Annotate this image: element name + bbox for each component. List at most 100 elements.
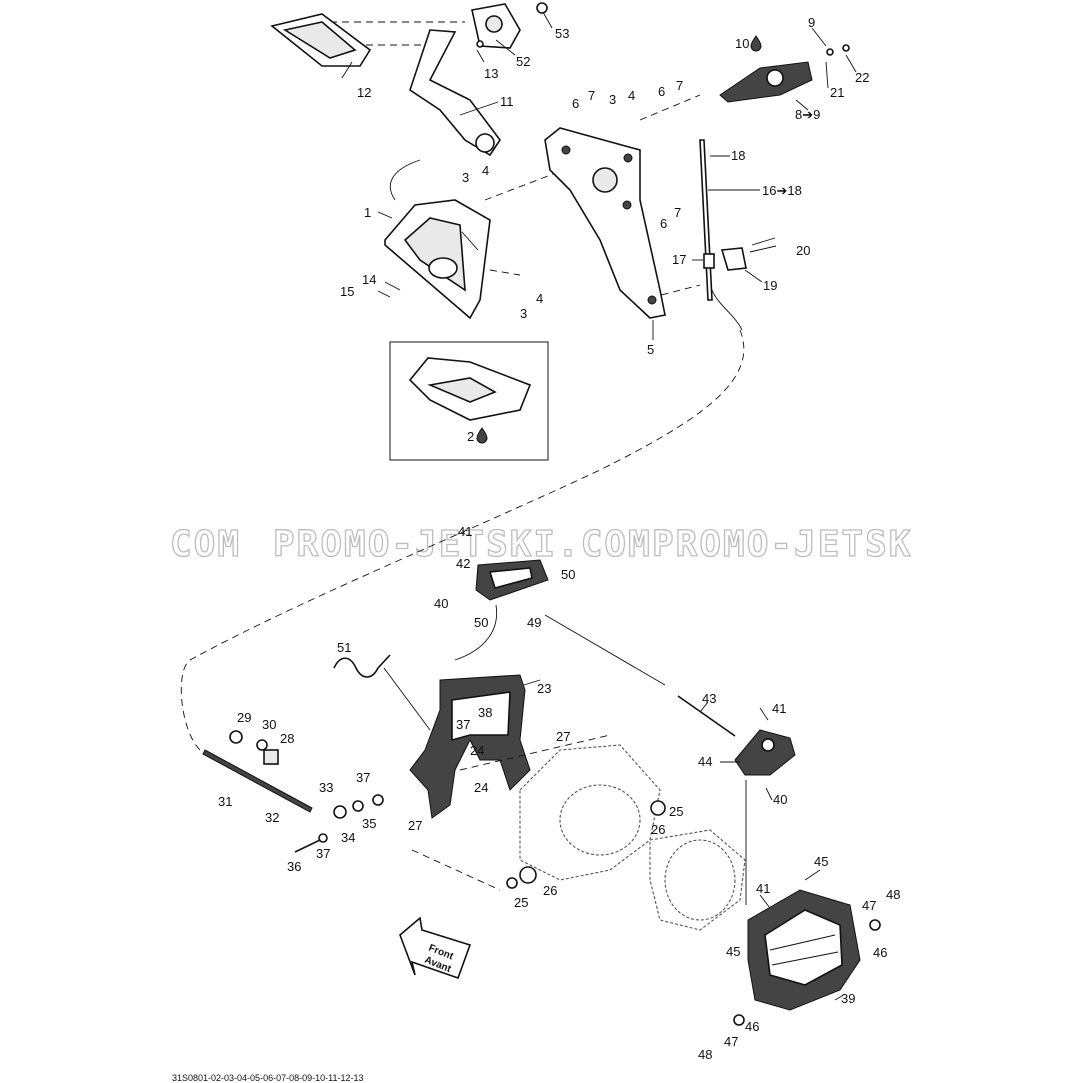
arrow-44-to-42	[544, 614, 666, 686]
drawing-reference-code: 31S0801-02-03-04-05-06-07-08-09-10-11-12…	[172, 1073, 363, 1083]
callout-7b: 7	[676, 78, 683, 93]
callout-24a: 24	[470, 743, 484, 758]
callout-1: 1	[364, 205, 371, 220]
callout-22: 22	[855, 70, 869, 85]
callout-27b: 27	[408, 818, 422, 833]
callout-25b: 25	[514, 895, 528, 910]
watermark: COM PROMO-JETSKI.COM PROMO-JETSK	[169, 523, 911, 565]
part-52-block	[471, 3, 521, 49]
callout-30: 30	[262, 717, 276, 732]
callout-41b: 41	[772, 701, 786, 716]
callout-9: 9	[808, 15, 815, 30]
callout-26a: 26	[651, 822, 665, 837]
part-51-spring	[333, 654, 431, 731]
callout-38: 38	[478, 705, 492, 720]
callout-18: 18	[731, 148, 745, 163]
callout-45b: 45	[726, 944, 740, 959]
callout-49: 49	[527, 615, 541, 630]
part-44-actuator	[734, 729, 796, 776]
callout-3a: 3	[462, 170, 469, 185]
callout-29: 29	[237, 710, 251, 725]
callout-20: 20	[796, 243, 810, 258]
detail-box-part-2	[389, 341, 549, 461]
callout-7c: 7	[674, 205, 681, 220]
callout-44: 44	[698, 754, 712, 769]
part-39-reverse-bucket	[747, 889, 861, 1011]
watermark-middle: PROMO-JETSKI.COM	[273, 524, 652, 565]
callout-19: 19	[763, 278, 777, 293]
callout-25a: 25	[669, 804, 683, 819]
part-46-washer	[869, 919, 881, 931]
callout-51: 51	[337, 640, 351, 655]
callout-36: 36	[287, 859, 301, 874]
callout-10: 10	[735, 36, 749, 51]
callout-41c: 41	[756, 881, 770, 896]
callout-4b: 4	[536, 291, 543, 306]
callout-27a: 27	[556, 729, 570, 744]
callout-45a: 45	[814, 854, 828, 869]
cable-routing-line	[180, 329, 745, 751]
callout-37c: 37	[316, 846, 330, 861]
part-12-grip-tray	[270, 13, 372, 67]
watermark-left: COM	[170, 524, 241, 565]
callout-21: 21	[830, 85, 844, 100]
upper-bracket-link	[330, 21, 701, 299]
part-23-reverse-gate	[409, 674, 531, 819]
part-31-shaft	[202, 730, 384, 853]
callout-4c: 4	[628, 88, 635, 103]
callout-3c: 3	[609, 92, 616, 107]
front-direction-arrow: Front Avant	[399, 916, 472, 980]
callout-15: 15	[340, 284, 354, 299]
callout-11: 11	[500, 94, 514, 109]
callout-14: 14	[362, 272, 376, 287]
callout-6a: 6	[572, 96, 579, 111]
callout-31: 31	[218, 794, 232, 809]
callout-39: 39	[841, 991, 855, 1006]
cover-fastener-lines	[484, 159, 591, 276]
callout-12: 12	[357, 85, 371, 100]
callout-5: 5	[647, 342, 654, 357]
part-25-bushing	[650, 800, 666, 816]
part-20-screws	[749, 237, 777, 253]
part-26-bearing	[519, 866, 537, 884]
part-43-link	[677, 695, 736, 737]
callout-17: 17	[672, 252, 686, 267]
callout-40a: 40	[434, 596, 448, 611]
part-25b-bushing	[506, 877, 518, 889]
callout-33: 33	[319, 780, 333, 795]
callout-34: 34	[341, 830, 355, 845]
callout-23: 23	[537, 681, 551, 696]
callout-28: 28	[280, 731, 294, 746]
part-46b-washer	[733, 1014, 745, 1026]
callout-3b: 3	[520, 306, 527, 321]
callout-16: 16➔18	[762, 183, 802, 198]
drop-icon	[476, 427, 488, 444]
part-22-nut	[842, 44, 850, 52]
callout-35: 35	[362, 816, 376, 831]
callout-8: 8➔9	[795, 107, 820, 122]
part-53-nut	[536, 2, 548, 14]
part-18-rod	[699, 139, 743, 331]
arrow-curve	[389, 159, 421, 201]
callout-53: 53	[555, 26, 569, 41]
callout-26b: 26	[543, 883, 557, 898]
callout-24b: 24	[474, 780, 488, 795]
callout-40b: 40	[773, 792, 787, 807]
callout-47a: 47	[862, 898, 876, 913]
pump-housing-ghost	[411, 734, 746, 931]
callout-48a: 48	[886, 887, 900, 902]
callout-13: 13	[484, 66, 498, 81]
callout-6b: 6	[658, 84, 665, 99]
callout-42: 42	[456, 556, 470, 571]
callout-50b: 50	[474, 615, 488, 630]
drop-icon	[750, 35, 762, 52]
part-11-lever	[409, 29, 501, 157]
callout-43: 43	[702, 691, 716, 706]
part-13-screw	[476, 40, 484, 48]
part-9-washer	[826, 48, 834, 56]
part-42-bracket	[475, 559, 549, 601]
part-10-throttle-handle	[719, 61, 813, 103]
part-1-cover	[384, 199, 491, 320]
callout-41a: 41	[458, 524, 472, 539]
